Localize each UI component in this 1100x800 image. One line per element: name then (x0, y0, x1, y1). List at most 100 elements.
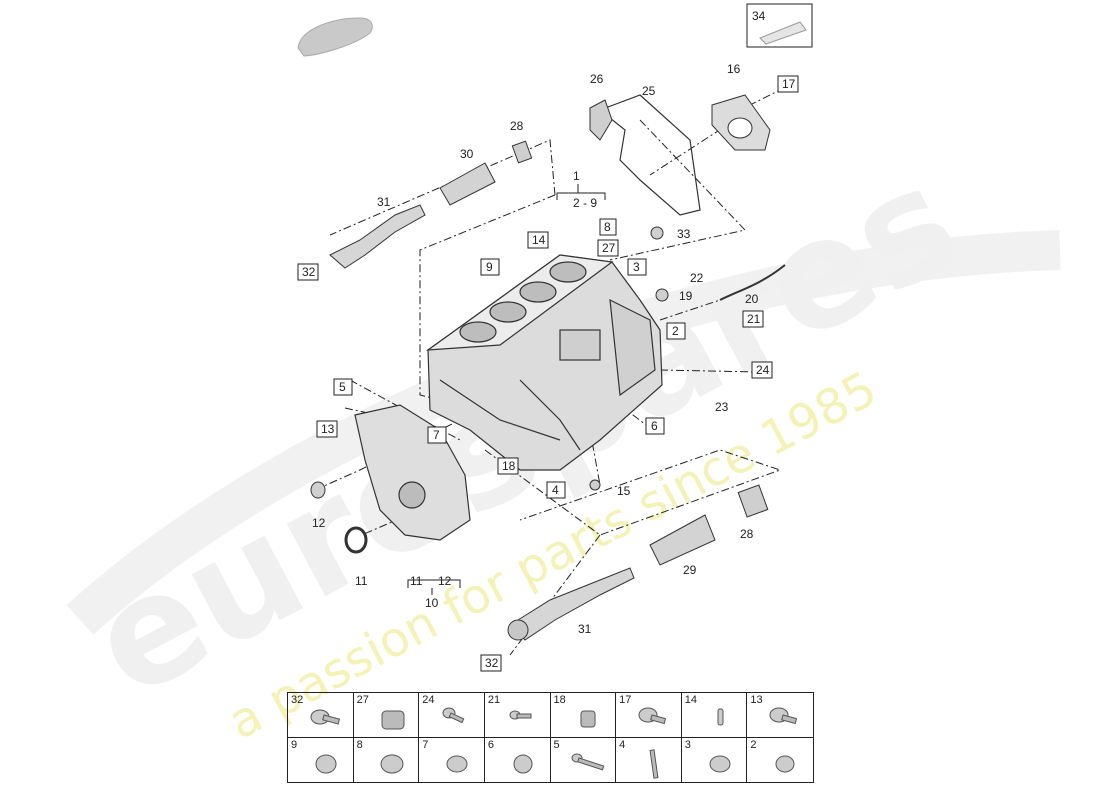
plug-15 (589, 479, 601, 491)
part-number: 3 (684, 738, 691, 751)
bolt-icon (638, 707, 667, 725)
part-cell-18[interactable]: 18 (550, 693, 617, 738)
part-cell-5[interactable]: 5 (551, 737, 617, 782)
bolt-icon (509, 710, 532, 720)
callouts: 1 2 - 9 26 25 16 28 30 31 33 19 22 20 23… (312, 62, 759, 636)
svg-text:13: 13 (321, 422, 335, 436)
callout-25: 25 (642, 84, 656, 98)
part-cell-27[interactable]: 27 (353, 693, 420, 738)
callout-16: 16 (727, 62, 741, 76)
part-cell-17[interactable]: 17 (616, 693, 682, 738)
svg-text:9: 9 (486, 260, 493, 274)
gasket-25 (598, 94, 701, 216)
callout-10: 10 (425, 596, 439, 610)
part-number: 2 (750, 738, 757, 751)
callout-12b: 12 (438, 574, 452, 588)
box-14: 14 (527, 231, 549, 249)
callout-28b: 28 (740, 527, 754, 541)
dowel-icon (580, 710, 595, 728)
part-number: 13 (750, 694, 763, 706)
part-cell-8[interactable]: 8 (354, 737, 420, 782)
callout-22: 22 (690, 271, 704, 285)
callout-23: 23 (715, 400, 729, 414)
callout-1: 1 (573, 169, 580, 183)
part-cell-4[interactable]: 4 (616, 737, 682, 782)
svg-text:5: 5 (339, 380, 346, 394)
box-3: 3 (627, 258, 647, 276)
box-32b: 32 (480, 654, 502, 672)
box-13: 13 (316, 420, 338, 438)
plug-33 (650, 226, 664, 240)
svg-text:32: 32 (485, 656, 499, 670)
svg-text:17: 17 (782, 77, 796, 91)
callout-34: 34 (752, 9, 766, 23)
part-number: 24 (422, 694, 435, 706)
callout-29: 29 (683, 563, 697, 577)
part-number: 6 (487, 738, 494, 751)
part-cell-3[interactable]: 3 (682, 737, 748, 782)
stud-icon (649, 748, 659, 779)
callout-20: 20 (745, 292, 759, 306)
part-cell-24[interactable]: 24 (419, 693, 485, 738)
svg-text:18: 18 (502, 459, 516, 473)
part-cell-21[interactable]: 21 (484, 693, 551, 738)
seal-12 (310, 481, 326, 499)
svg-text:32: 32 (302, 265, 316, 279)
svg-text:7: 7 (433, 428, 440, 442)
part-number: 18 (553, 694, 566, 706)
part-cell-32[interactable]: 32 (288, 693, 354, 738)
callout-31a: 31 (377, 195, 391, 209)
bearing-shell-26 (589, 99, 613, 141)
seal-carrier-16 (711, 94, 771, 151)
callout-30: 30 (460, 147, 474, 161)
balance-shaft-upper (329, 140, 533, 269)
part-number: 5 (553, 738, 560, 751)
callout-28a: 28 (510, 119, 524, 133)
callout-26: 26 (590, 72, 604, 86)
callout-12a: 12 (312, 516, 326, 530)
box-8: 8 (599, 218, 617, 236)
svg-text:24: 24 (756, 363, 770, 377)
plug-19 (655, 288, 669, 302)
part-34-box[interactable]: 34 (746, 3, 813, 48)
part-number: 9 (291, 738, 298, 751)
svg-text:27: 27 (602, 241, 616, 255)
long-bolt-icon (571, 753, 604, 770)
plug-icon (381, 710, 405, 730)
box-32a: 32 (297, 263, 319, 281)
box-9: 9 (480, 258, 500, 276)
part-cell-7[interactable]: 7 (419, 737, 485, 782)
car-silhouette-icon (297, 17, 373, 57)
part-number: 21 (487, 694, 501, 706)
seal-11 (344, 526, 368, 554)
box-6: 6 (645, 417, 665, 435)
box-5: 5 (333, 378, 353, 396)
part-number: 8 (356, 738, 363, 751)
callout-31b: 31 (578, 622, 592, 636)
part-cell-9[interactable]: 9 (288, 737, 354, 782)
part-cell-13[interactable]: 13 (747, 693, 813, 738)
balance-shaft-lower (507, 484, 769, 641)
box-17: 17 (777, 75, 799, 93)
cap-icon (380, 754, 404, 773)
part-number: 27 (356, 694, 369, 706)
part-cell-2[interactable]: 2 (747, 738, 813, 783)
cap-icon (513, 754, 533, 773)
cap-icon (775, 755, 795, 772)
box-4: 4 (546, 481, 566, 499)
cap-icon (315, 754, 337, 773)
bolt-icon (769, 707, 798, 725)
box-2: 2 (666, 322, 686, 340)
part-cell-14[interactable]: 14 (681, 693, 748, 738)
callout-11a: 11 (355, 574, 368, 588)
svg-text:6: 6 (651, 419, 658, 433)
group-brackets (407, 184, 606, 595)
box-24: 24 (751, 361, 773, 379)
svg-text:4: 4 (552, 483, 559, 497)
svg-text:14: 14 (532, 233, 546, 247)
part-number: 14 (684, 694, 697, 706)
part-cell-6[interactable]: 6 (485, 737, 551, 782)
svg-text:21: 21 (747, 312, 761, 326)
callout-2-9: 2 - 9 (573, 196, 597, 210)
callout-11b: 11 (410, 574, 423, 588)
